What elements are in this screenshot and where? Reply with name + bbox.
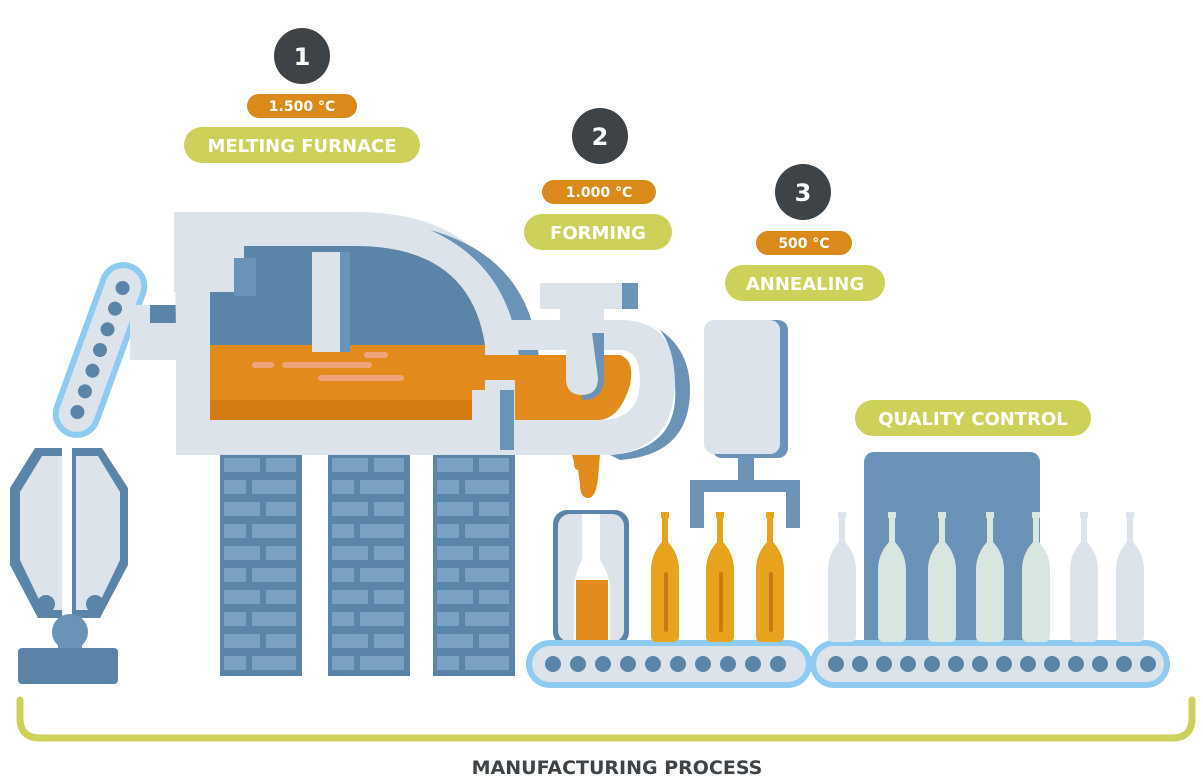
melting-furnace — [130, 212, 540, 455]
step-1-temperature-badge — [247, 94, 357, 118]
step-3-name: ANNEALING — [746, 274, 864, 295]
quality-control-badge — [855, 400, 1091, 436]
step-1-number-circle — [274, 28, 330, 84]
quality-control-label: QUALITY CONTROL — [855, 400, 1091, 436]
step-2-number: 2 — [592, 123, 609, 151]
step-1-temperature: 1.500 °C — [269, 99, 335, 115]
step-2-number-circle — [572, 108, 628, 164]
step-1-name-badge — [184, 127, 420, 163]
manufacturing-process-label: MANUFACTURING PROCESS — [472, 757, 763, 779]
step-3-temperature-badge — [756, 231, 852, 255]
manufacturing-process-bracket: MANUFACTURING PROCESS — [16, 696, 1196, 779]
step-3: 3 500 °C ANNEALING — [725, 164, 885, 301]
conveyor-belt-forming — [526, 640, 812, 688]
step-3-name-badge — [725, 265, 885, 301]
loading-machine — [10, 262, 148, 684]
step-2-temperature-badge — [542, 180, 656, 204]
step-1: 1 1.500 °C MELTING FURNACE — [184, 28, 420, 163]
step-3-number-circle — [775, 164, 831, 220]
step-3-temperature: 500 °C — [778, 236, 829, 252]
step-1-name: MELTING FURNACE — [207, 136, 396, 157]
step-1-number: 1 — [294, 43, 311, 71]
step-2-temperature: 1.000 °C — [566, 185, 632, 201]
step-3-number: 3 — [795, 179, 812, 207]
forming-unit — [485, 283, 690, 498]
conveyor-belt-quality — [810, 640, 1170, 688]
quality-control-text: QUALITY CONTROL — [878, 409, 1068, 430]
inclined-feed-belt — [52, 262, 148, 438]
step-2-name-badge — [524, 214, 672, 250]
annealing-unit — [690, 320, 800, 528]
furnace-brick-supports — [220, 440, 515, 676]
step-2-name: FORMING — [550, 223, 646, 244]
step-2: 2 1.000 °C FORMING — [524, 108, 672, 250]
bottle-mold — [553, 510, 629, 646]
amber-bottles — [651, 512, 784, 642]
